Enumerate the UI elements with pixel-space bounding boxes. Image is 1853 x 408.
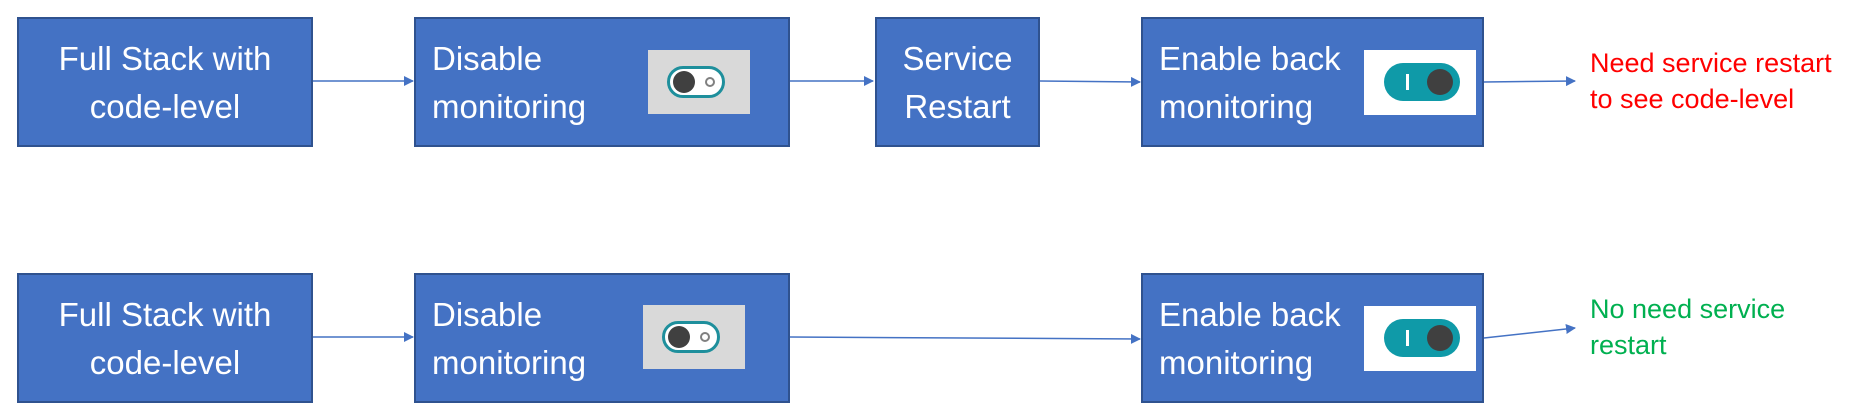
toggle-off-panel-2 (643, 305, 745, 369)
arrow-row1-4 (1483, 76, 1576, 87)
step-enable-back-monitoring-1: Enable back monitoring (1141, 17, 1484, 147)
toggle-off-ring (700, 332, 710, 342)
step-label-line-1: Enable back (1159, 40, 1341, 77)
arrow-row1-3 (1039, 76, 1141, 87)
note-no-restart: No need service restart (1590, 291, 1785, 363)
toggle-off-icon (667, 66, 725, 98)
toggle-on-panel-1 (1364, 50, 1476, 115)
toggle-knob (1427, 325, 1453, 351)
toggle-on-panel-2 (1364, 306, 1476, 371)
toggle-knob (668, 326, 690, 348)
toggle-on-bar (1406, 74, 1409, 90)
step-label-line-1: Service (902, 40, 1013, 77)
arrow-row2-3 (1483, 324, 1576, 339)
note-line-2: to see code-level (1590, 84, 1795, 114)
step-full-stack-code-level-1: Full Stack with code-level (17, 17, 313, 147)
toggle-knob (1427, 69, 1453, 95)
step-enable-back-monitoring-2: Enable back monitoring (1141, 273, 1484, 403)
toggle-on-icon (1384, 63, 1460, 101)
toggle-off-ring (705, 77, 715, 87)
step-full-stack-code-level-2: Full Stack with code-level (17, 273, 313, 403)
step-label-line-2: code-level (89, 88, 241, 125)
toggle-on-icon (1384, 319, 1460, 357)
step-label-line-1: Enable back (1159, 296, 1341, 333)
toggle-knob (673, 71, 695, 93)
note-restart-needed: Need service restart to see code-level (1590, 45, 1832, 117)
step-label-line-1: Full Stack with (58, 296, 272, 333)
step-label-line-2: monitoring (432, 344, 587, 381)
arrow-row2-2 (789, 333, 1141, 344)
toggle-off-panel-1 (648, 50, 750, 114)
step-label-line-1: Disable (432, 296, 543, 333)
toggle-on-bar (1406, 330, 1409, 346)
note-line-1: No need service (1590, 294, 1786, 324)
step-label-line-2: monitoring (1159, 344, 1314, 381)
step-label-line-2: monitoring (1159, 88, 1314, 125)
step-label-line-2: Restart (904, 88, 1011, 125)
step-disable-monitoring-1: Disable monitoring (414, 17, 790, 147)
step-label-line-1: Full Stack with (58, 40, 272, 77)
step-service-restart: Service Restart (875, 17, 1040, 147)
toggle-off-icon (662, 321, 720, 353)
step-label-line-1: Disable (432, 40, 543, 77)
step-label-line-2: code-level (89, 344, 241, 381)
note-line-2: restart (1590, 330, 1667, 360)
step-label-line-2: monitoring (432, 88, 587, 125)
note-line-1: Need service restart (1590, 48, 1832, 78)
